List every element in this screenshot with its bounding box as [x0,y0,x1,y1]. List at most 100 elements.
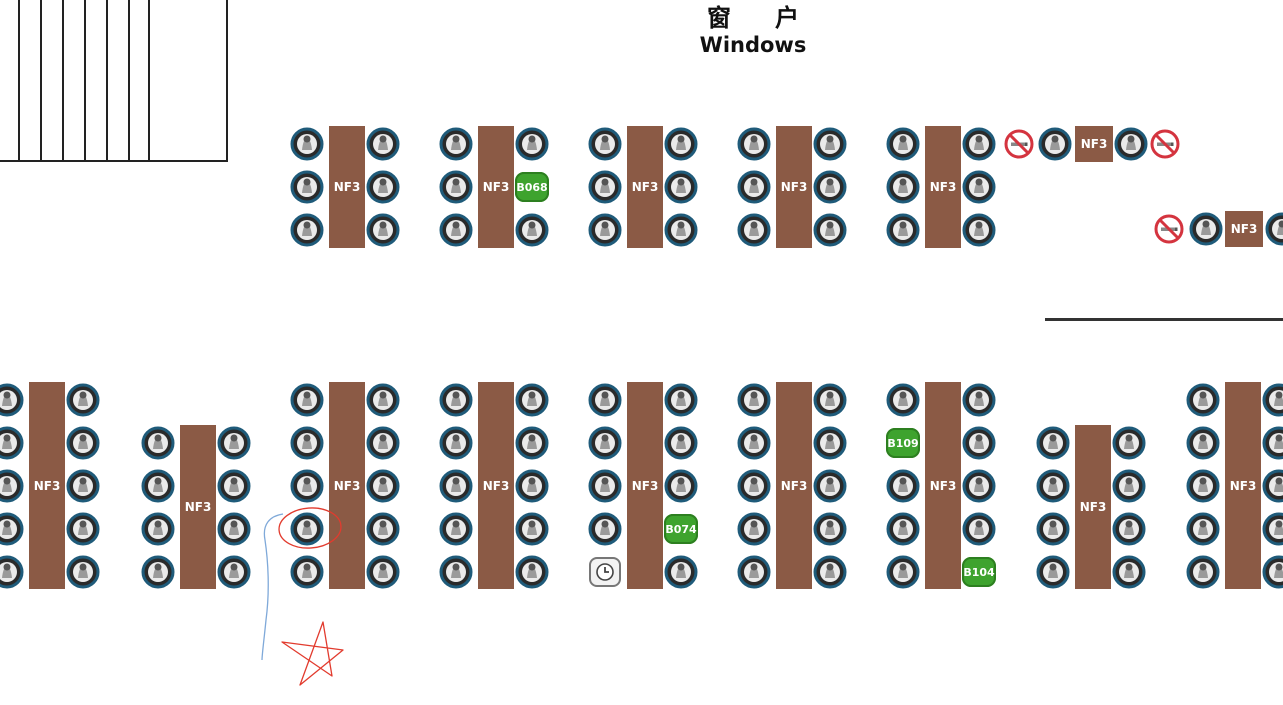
seat-icon[interactable] [366,469,400,503]
seat-icon[interactable] [1036,469,1070,503]
seat-icon[interactable] [664,555,698,589]
seat-icon[interactable] [588,213,622,247]
seat-icon[interactable] [962,170,996,204]
seat-icon[interactable] [813,426,847,460]
seat-icon[interactable] [588,170,622,204]
seat-icon[interactable] [366,170,400,204]
seat-icon[interactable] [962,213,996,247]
seat-icon[interactable] [439,170,473,204]
seat-icon[interactable] [290,512,324,546]
seat-icon[interactable] [1036,426,1070,460]
seat-icon[interactable] [886,555,920,589]
seat-icon[interactable] [439,383,473,417]
seat-icon[interactable] [664,469,698,503]
seat-icon[interactable] [813,170,847,204]
seat-icon[interactable] [1262,512,1283,546]
seat-icon[interactable] [737,469,771,503]
seat-icon[interactable] [588,127,622,161]
seat-icon[interactable] [290,170,324,204]
seat-icon[interactable] [813,469,847,503]
seat-icon[interactable] [588,383,622,417]
seat-icon[interactable] [813,383,847,417]
seat-icon[interactable] [515,127,549,161]
seat-icon[interactable] [737,213,771,247]
seat-icon[interactable] [1038,127,1072,161]
seat-icon[interactable] [664,127,698,161]
seat-icon[interactable] [737,127,771,161]
seat-icon[interactable] [366,512,400,546]
seat-icon[interactable] [66,469,100,503]
seat-icon[interactable] [366,555,400,589]
seat-icon[interactable] [1186,426,1220,460]
seat-icon[interactable] [0,426,24,460]
seat-icon[interactable] [737,383,771,417]
seat-icon[interactable] [886,469,920,503]
seat-icon[interactable] [439,213,473,247]
seat-icon[interactable] [0,469,24,503]
seat-icon[interactable] [664,383,698,417]
seat-icon[interactable] [664,213,698,247]
seat-icon[interactable] [962,469,996,503]
seat-icon[interactable] [962,512,996,546]
booked-seat[interactable]: B068 [515,172,549,202]
seat-icon[interactable] [217,469,251,503]
seat-icon[interactable] [439,555,473,589]
seat-icon[interactable] [1262,469,1283,503]
seat-icon[interactable] [962,127,996,161]
seat-icon[interactable] [439,512,473,546]
seat-icon[interactable] [962,383,996,417]
seat-icon[interactable] [66,555,100,589]
seat-icon[interactable] [664,426,698,460]
seat-icon[interactable] [1186,512,1220,546]
seat-icon[interactable] [588,469,622,503]
seat-icon[interactable] [0,383,24,417]
seat-icon[interactable] [366,383,400,417]
seat-icon[interactable] [1112,512,1146,546]
seat-icon[interactable] [217,555,251,589]
seat-icon[interactable] [886,127,920,161]
seat-icon[interactable] [1262,383,1283,417]
seat-icon[interactable] [1112,426,1146,460]
seat-icon[interactable] [515,383,549,417]
seat-icon[interactable] [1186,555,1220,589]
seat-icon[interactable] [141,426,175,460]
seat-icon[interactable] [737,555,771,589]
booked-seat[interactable]: B104 [962,557,996,587]
seat-icon[interactable] [813,127,847,161]
seat-icon[interactable] [290,469,324,503]
seat-icon[interactable] [366,213,400,247]
seat-icon[interactable] [0,555,24,589]
seat-icon[interactable] [66,383,100,417]
seat-icon[interactable] [366,127,400,161]
seat-icon[interactable] [439,469,473,503]
seat-icon[interactable] [1114,127,1148,161]
seat-icon[interactable] [813,213,847,247]
seat-icon[interactable] [813,555,847,589]
seat-icon[interactable] [290,127,324,161]
seat-icon[interactable] [141,555,175,589]
seat-icon[interactable] [886,213,920,247]
seat-icon[interactable] [439,426,473,460]
seat-icon[interactable] [515,469,549,503]
seat-icon[interactable] [664,170,698,204]
seat-icon[interactable] [886,170,920,204]
seat-icon[interactable] [737,426,771,460]
seat-icon[interactable] [66,512,100,546]
seat-icon[interactable] [886,383,920,417]
clock-icon[interactable] [589,557,621,587]
seat-icon[interactable] [366,426,400,460]
seat-icon[interactable] [217,426,251,460]
seat-icon[interactable] [886,512,920,546]
booked-seat[interactable]: B109 [886,428,920,458]
seat-icon[interactable] [1186,469,1220,503]
seat-icon[interactable] [515,555,549,589]
seat-icon[interactable] [439,127,473,161]
seat-icon[interactable] [737,170,771,204]
seat-icon[interactable] [1112,469,1146,503]
seat-icon[interactable] [515,426,549,460]
seat-icon[interactable] [588,426,622,460]
seat-icon[interactable] [1036,512,1070,546]
seat-icon[interactable] [515,213,549,247]
seat-icon[interactable] [217,512,251,546]
seat-icon[interactable] [0,512,24,546]
